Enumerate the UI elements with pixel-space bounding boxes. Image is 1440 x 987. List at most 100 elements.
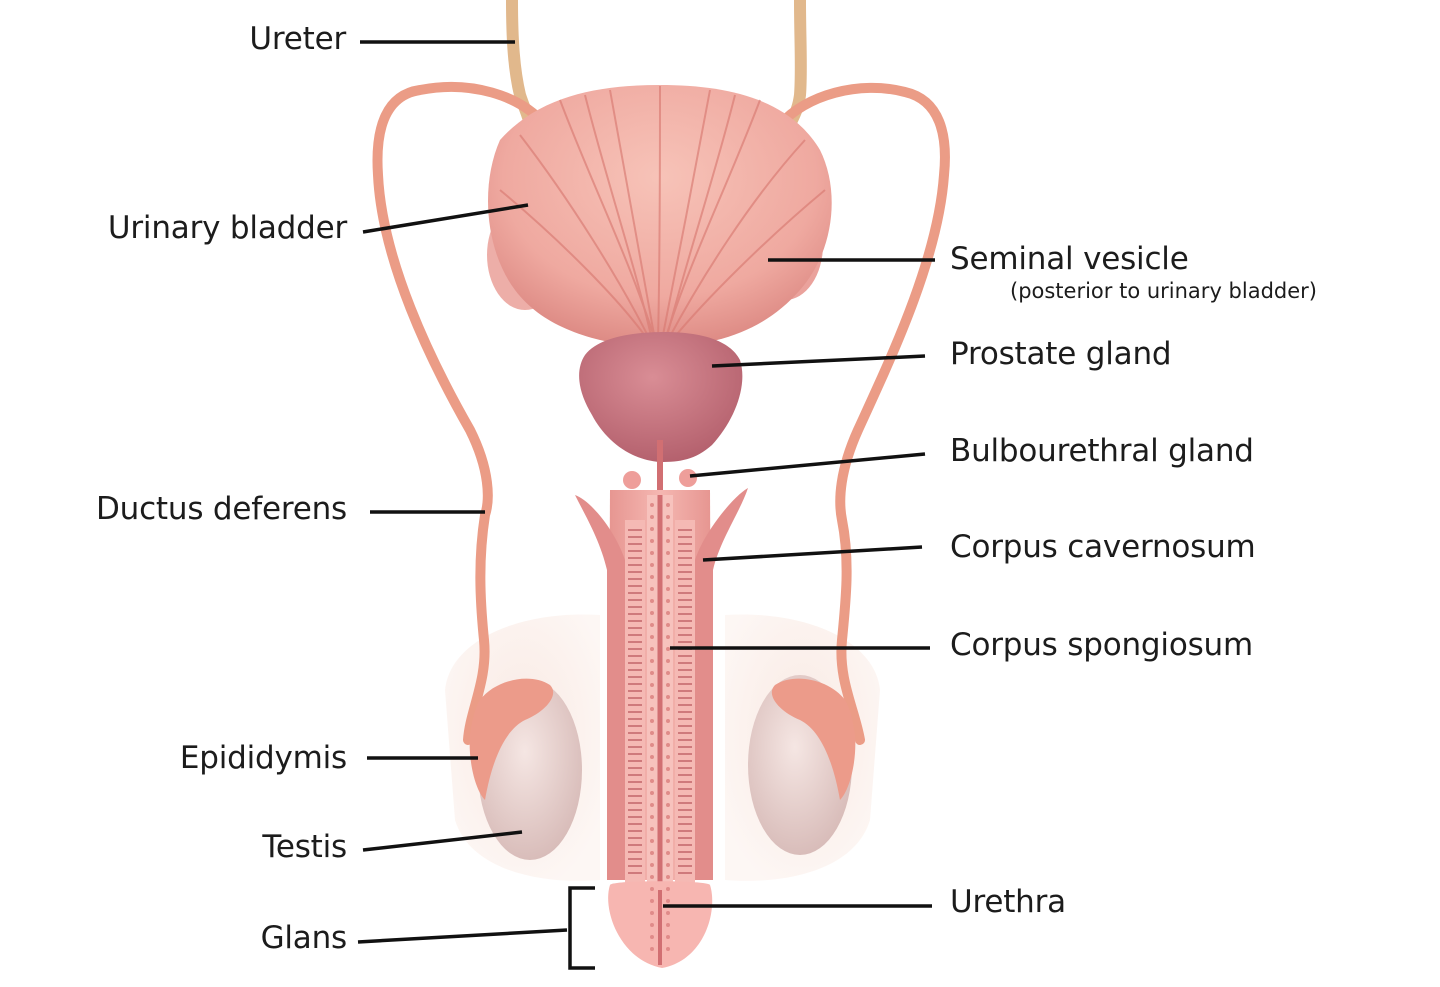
spongy-tissue-dot — [666, 695, 670, 699]
spongy-tissue-dot — [650, 947, 654, 951]
spongy-tissue-dot — [666, 599, 670, 603]
label-ureter: Ureter — [249, 21, 346, 57]
spongy-tissue-dot — [650, 851, 654, 855]
spongy-tissue-dot — [650, 611, 654, 615]
spongy-tissue-dot — [650, 803, 654, 807]
ductus-deferens-left — [372, 82, 550, 745]
epididymis-left — [469, 678, 554, 800]
spongy-tissue-dot — [666, 719, 670, 723]
spongy-tissue-dot — [650, 599, 654, 603]
spongy-tissue-dot — [650, 671, 654, 675]
corpus-cavernosum-left — [575, 495, 625, 880]
spongy-tissue-dot — [650, 875, 654, 879]
label-urinary-bladder: Urinary bladder — [107, 210, 347, 246]
spongy-tissue-dot — [666, 851, 670, 855]
label-urethra: Urethra — [950, 884, 1066, 920]
spongy-tissue-dot — [650, 659, 654, 663]
spongy-tissue-dot — [666, 515, 670, 519]
spongy-tissue-dot — [666, 899, 670, 903]
spongy-tissue-dot — [666, 755, 670, 759]
spongy-tissue-dot — [650, 779, 654, 783]
leader-corpus-cavernosum — [702, 545, 923, 562]
leader-urinary-bladder — [362, 203, 529, 234]
spongy-tissue-dot — [666, 863, 670, 867]
spongy-tissue-dot — [666, 551, 670, 555]
spongy-tissue-dot — [666, 707, 670, 711]
spongy-tissue-dot — [650, 839, 654, 843]
spongy-tissue-dot — [666, 911, 670, 915]
spongy-tissue-dot — [666, 647, 670, 651]
spongy-tissue-dot — [666, 563, 670, 567]
spongy-tissue-dot — [650, 551, 654, 555]
spongy-tissue-dot — [666, 887, 670, 891]
label-ductus-deferens: Ductus deferens — [95, 491, 347, 527]
label-seminal-vesicle: Seminal vesicle — [950, 241, 1189, 277]
spongy-tissue-dot — [650, 887, 654, 891]
bulbourethral-gland-left — [623, 471, 641, 489]
spongy-tissue-dot — [650, 791, 654, 795]
spongy-tissue-dot — [650, 575, 654, 579]
spongy-tissue-dot — [650, 503, 654, 507]
prostate-gland — [579, 332, 743, 462]
spongy-tissue-dot — [666, 731, 670, 735]
spongy-tissue-dot — [666, 827, 670, 831]
label-testis: Testis — [262, 829, 347, 865]
corpus-cavernosum-inner — [675, 520, 695, 885]
spongy-tissue-dot — [666, 923, 670, 927]
spongy-tissue-dot — [650, 707, 654, 711]
leader-bulbourethral-gland — [689, 452, 926, 478]
spongy-tissue-dot — [666, 875, 670, 879]
label-epididymis: Epididymis — [179, 740, 347, 776]
spongy-tissue-dot — [666, 587, 670, 591]
spongy-tissue-dot — [650, 863, 654, 867]
spongy-tissue-dot — [666, 839, 670, 843]
spongy-tissue-dot — [666, 767, 670, 771]
leader-glans — [357, 928, 568, 944]
spongy-tissue-dot — [666, 503, 670, 507]
spongy-tissue-dot — [666, 575, 670, 579]
spongy-tissue-dot — [666, 935, 670, 939]
cavernosum-trabeculae — [628, 529, 692, 874]
bladder-muscle-fibers — [499, 85, 826, 341]
spongy-tissue-dot — [650, 755, 654, 759]
spongy-tissue-dot — [666, 743, 670, 747]
spongy-tissue-dot — [666, 803, 670, 807]
spongy-tissue-dot — [666, 683, 670, 687]
spongy-tissue-dot — [666, 815, 670, 819]
spongy-tissue-dot — [650, 527, 654, 531]
spongy-tissue-dot — [650, 923, 654, 927]
ductus-deferens-right — [775, 82, 950, 745]
spongy-tissue-dot — [650, 911, 654, 915]
spongy-tissue-dot — [650, 899, 654, 903]
spongy-tissue-dot — [650, 515, 654, 519]
corpus-cavernosum-right — [695, 488, 748, 880]
corpus-cavernosum-inner — [625, 520, 645, 885]
spongy-tissue-dot — [650, 587, 654, 591]
epididymis-right — [771, 678, 856, 800]
spongy-tissue-dot — [650, 623, 654, 627]
spongy-tissue-dot — [650, 935, 654, 939]
spongy-tissue-dot — [650, 635, 654, 639]
leader-testis — [362, 830, 523, 852]
spongy-tissue-dot — [650, 539, 654, 543]
leader-prostate-gland — [711, 354, 926, 368]
spongy-tissue-dot — [666, 659, 670, 663]
label-corpus-spongiosum: Corpus spongiosum — [950, 627, 1253, 663]
leader-lines — [357, 40, 935, 970]
spongy-tissue-dot — [650, 695, 654, 699]
spongy-tissue-dot — [666, 671, 670, 675]
spongy-tissue-dot — [666, 947, 670, 951]
spongy-tissue-dot — [650, 719, 654, 723]
spongy-tissue-dot — [650, 827, 654, 831]
spongy-tissue-dot — [650, 683, 654, 687]
label-corpus-cavernosum: Corpus cavernosum — [950, 529, 1256, 565]
spongy-tissue-dot — [666, 791, 670, 795]
spongy-tissue-dot — [666, 611, 670, 615]
spongy-tissue-dot — [650, 815, 654, 819]
bulbourethral-gland-right — [679, 469, 697, 487]
spongy-tissue-dot — [666, 527, 670, 531]
label-prostate-gland: Prostate gland — [950, 336, 1172, 372]
spongy-tissue-dot — [650, 563, 654, 567]
glans-bracket — [568, 886, 595, 970]
